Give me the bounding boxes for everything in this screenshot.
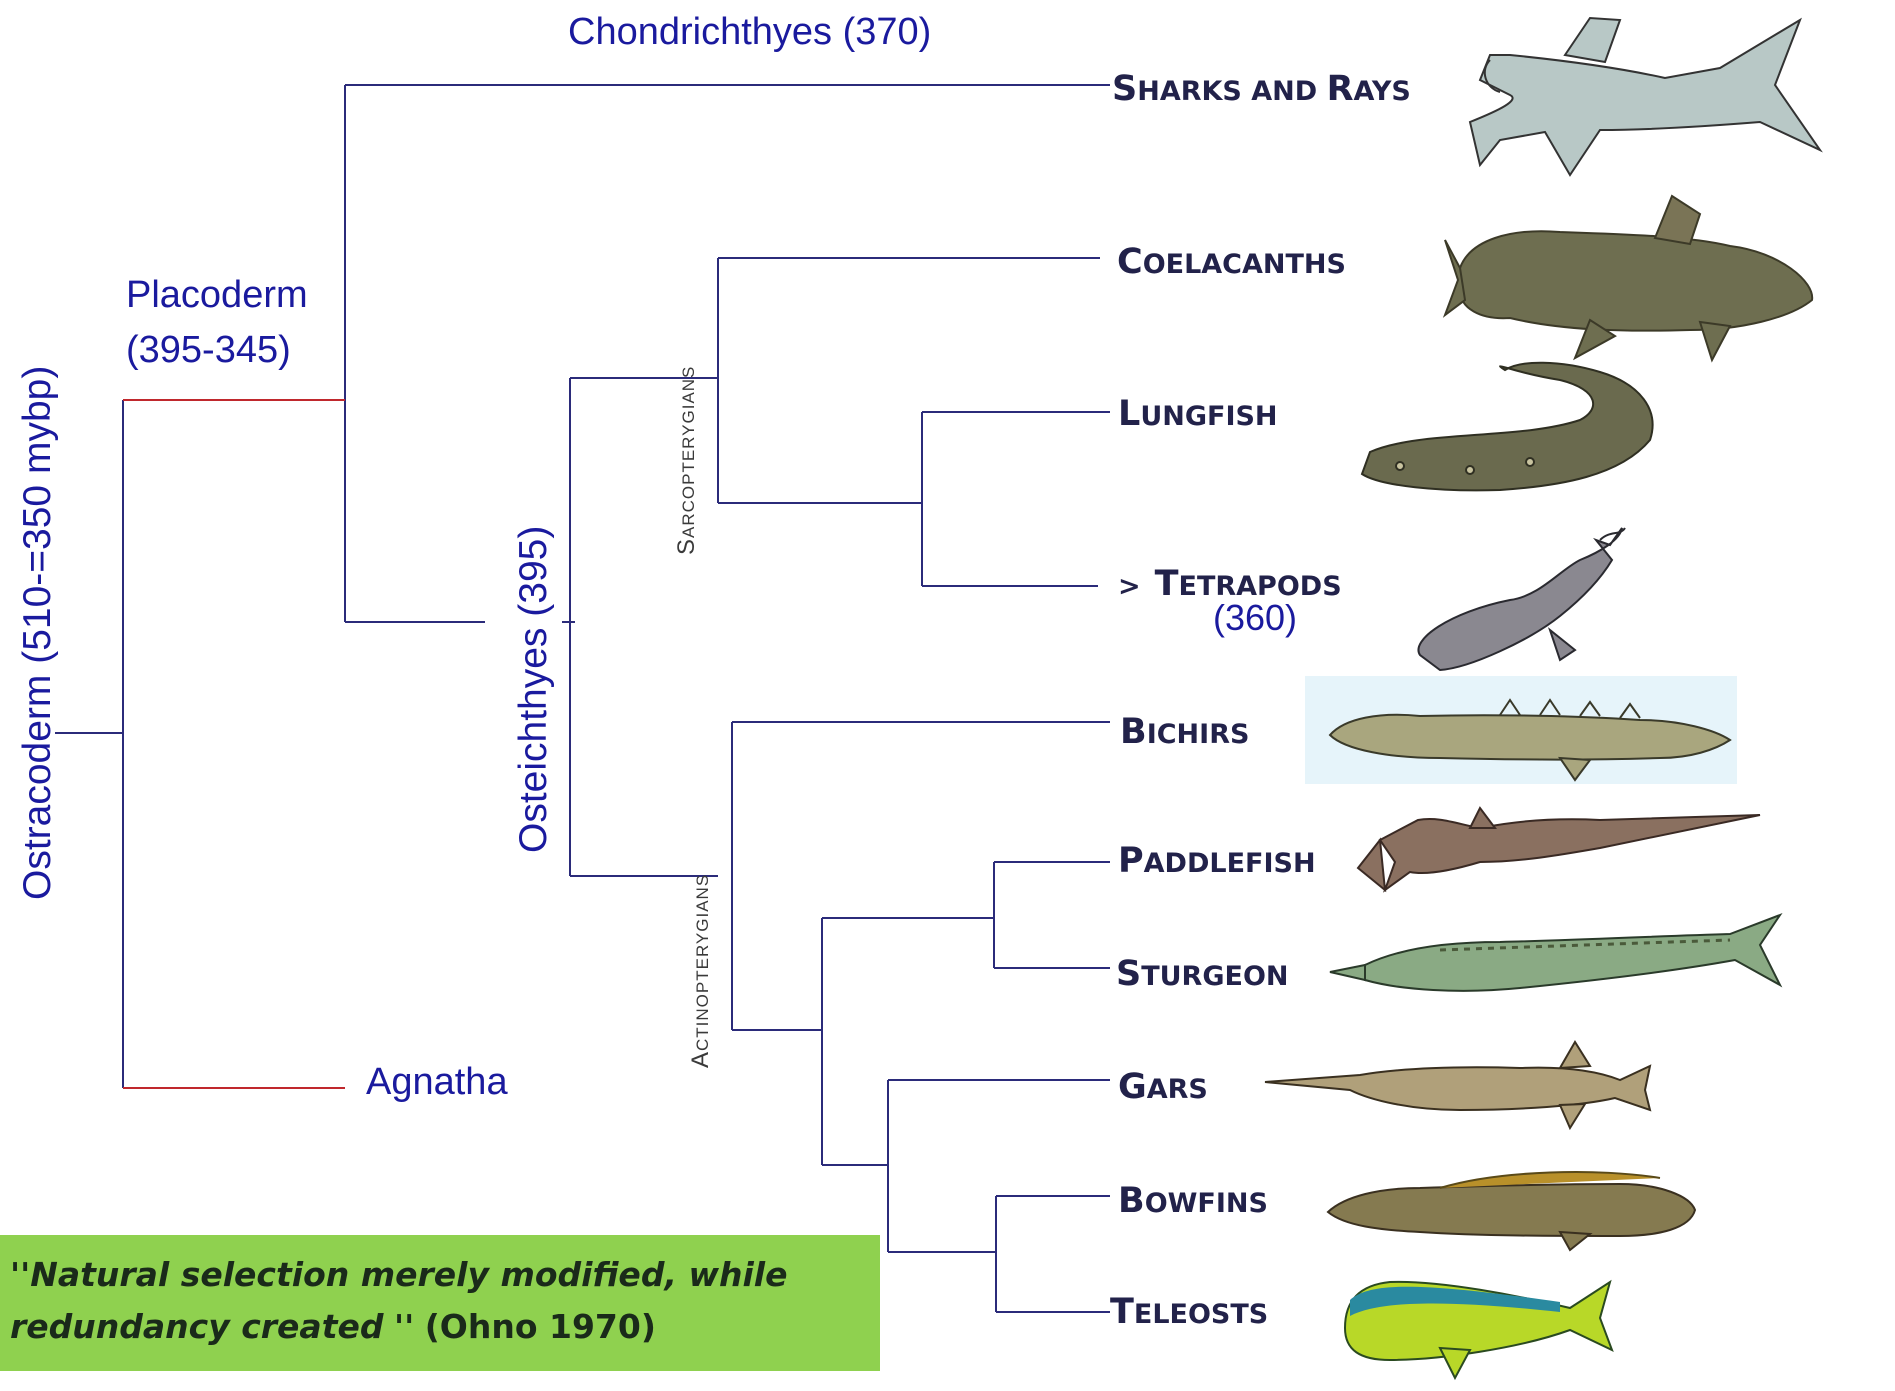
taxon-sturgeon: Sturgeon xyxy=(1116,954,1289,994)
taxon-gars: Gars xyxy=(1118,1067,1208,1107)
taxon-sharks-and-rays: Sharks and Rays xyxy=(1112,69,1411,109)
tetrapods-date: (360) xyxy=(1213,597,1297,638)
quote-line-2: redundancy created '' (Ohno 1970) xyxy=(10,1301,880,1353)
bowfin-illustration xyxy=(1328,1172,1695,1250)
osteichthyes-label: Osteichthyes (395) xyxy=(512,526,555,853)
teleost-illustration xyxy=(1345,1282,1612,1378)
taxon-teleosts: Teleosts xyxy=(1110,1292,1268,1332)
shark-illustration xyxy=(1470,18,1820,175)
quote-line-1: ''Natural selection merely modified, whi… xyxy=(10,1249,880,1301)
taxon-lungfish: Lungfish xyxy=(1118,394,1278,434)
lungfish-illustration xyxy=(1362,363,1653,491)
tetrapod-illustration xyxy=(1418,528,1625,670)
taxon-coelacanths: Coelacanths xyxy=(1117,242,1346,282)
paddlefish-illustration xyxy=(1358,808,1760,890)
bichir-illustration xyxy=(1305,676,1737,784)
actinopterygians-label: Actinopterygians xyxy=(687,874,714,1068)
gar-illustration xyxy=(1265,1042,1650,1128)
sarcopterygians-label: Sarcopterygians xyxy=(673,366,700,555)
ostracoderm-node xyxy=(123,400,345,1088)
coelacanth-illustration xyxy=(1445,196,1812,360)
agnatha-label: Agnatha xyxy=(366,1061,508,1103)
taxon-bichirs: Bichirs xyxy=(1120,712,1249,752)
placoderm-label: Placoderm xyxy=(126,274,308,316)
ostracoderm-label: Ostracoderm (510-=350 mybp) xyxy=(16,366,59,900)
chondrichthyes-label: Chondrichthyes (370) xyxy=(568,11,931,53)
taxon-bowfins: Bowfins xyxy=(1118,1181,1268,1221)
tree-lines xyxy=(55,85,1110,1312)
sturgeon-illustration xyxy=(1330,915,1780,991)
taxon-paddlefish: Paddlefish xyxy=(1118,841,1316,881)
quote-box: ''Natural selection merely modified, whi… xyxy=(0,1235,880,1371)
placoderm-dates: (395-345) xyxy=(126,329,291,371)
